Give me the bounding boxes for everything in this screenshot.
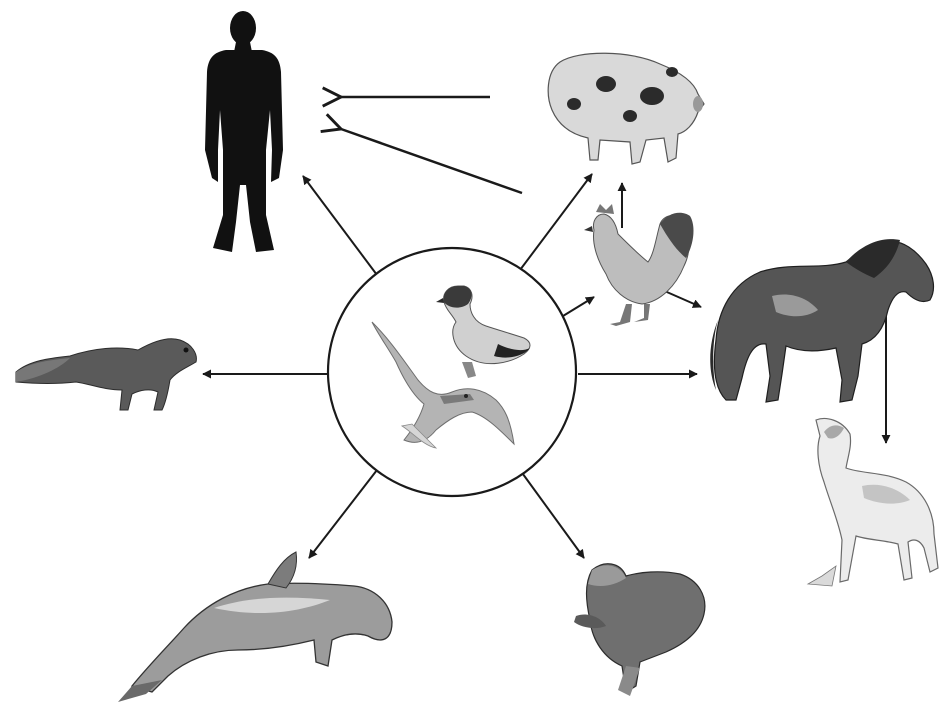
edge-center-seal bbox=[520, 470, 584, 558]
center-node bbox=[328, 248, 576, 496]
rooster-icon bbox=[584, 204, 693, 326]
edge-center-whale bbox=[309, 470, 377, 558]
mink-icon bbox=[16, 339, 196, 410]
greyhound-icon bbox=[808, 419, 938, 586]
human-silhouette-icon bbox=[205, 11, 283, 252]
pig-icon bbox=[548, 53, 704, 164]
edge-rooster-human bbox=[341, 129, 522, 193]
edge-center-pig bbox=[520, 174, 592, 270]
whale-icon bbox=[118, 552, 392, 702]
edge-center-rooster bbox=[563, 297, 594, 316]
edge-center-human bbox=[303, 176, 377, 275]
seal-icon bbox=[574, 564, 705, 696]
center-circle bbox=[328, 248, 576, 496]
horse-icon bbox=[710, 239, 933, 402]
